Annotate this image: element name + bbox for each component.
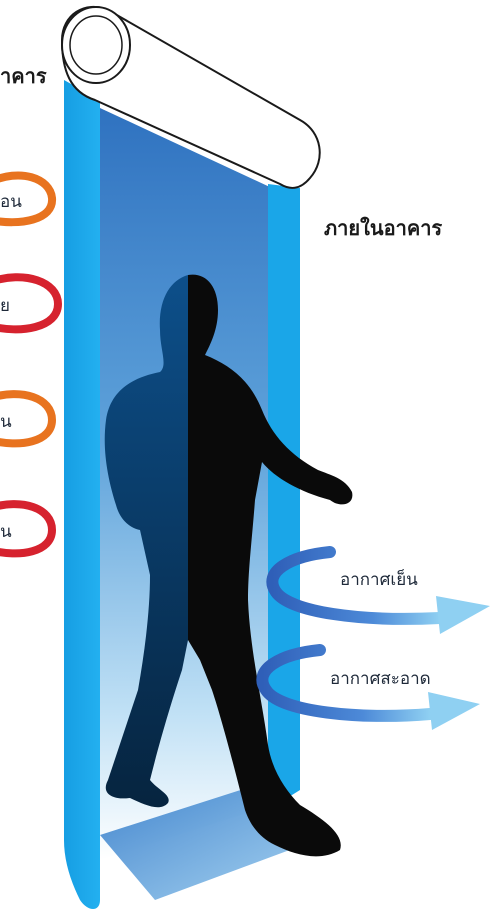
cool-air-label: อากาศเย็น (340, 566, 418, 593)
right-air-curtain-pillar (268, 184, 300, 810)
left-air-rings (0, 175, 58, 553)
flow-arrow-cool (272, 552, 490, 634)
clean-air-label: อากาศสะอาด (330, 665, 431, 692)
left-ring-label-1: อน (0, 188, 22, 215)
left-air-curtain-pillar (64, 80, 100, 909)
left-ring-label-2: ย (0, 292, 10, 319)
air-curtain-end-cap (62, 7, 130, 83)
inside-building-label: ภายในอาคาร (324, 212, 442, 244)
flow-arrow-clean-head (428, 692, 480, 730)
left-ring-label-3: น (0, 408, 12, 435)
flow-arrow-cool-head (436, 596, 490, 634)
outside-building-label: าคาร (0, 60, 47, 92)
left-ring-label-4: น (0, 518, 12, 545)
